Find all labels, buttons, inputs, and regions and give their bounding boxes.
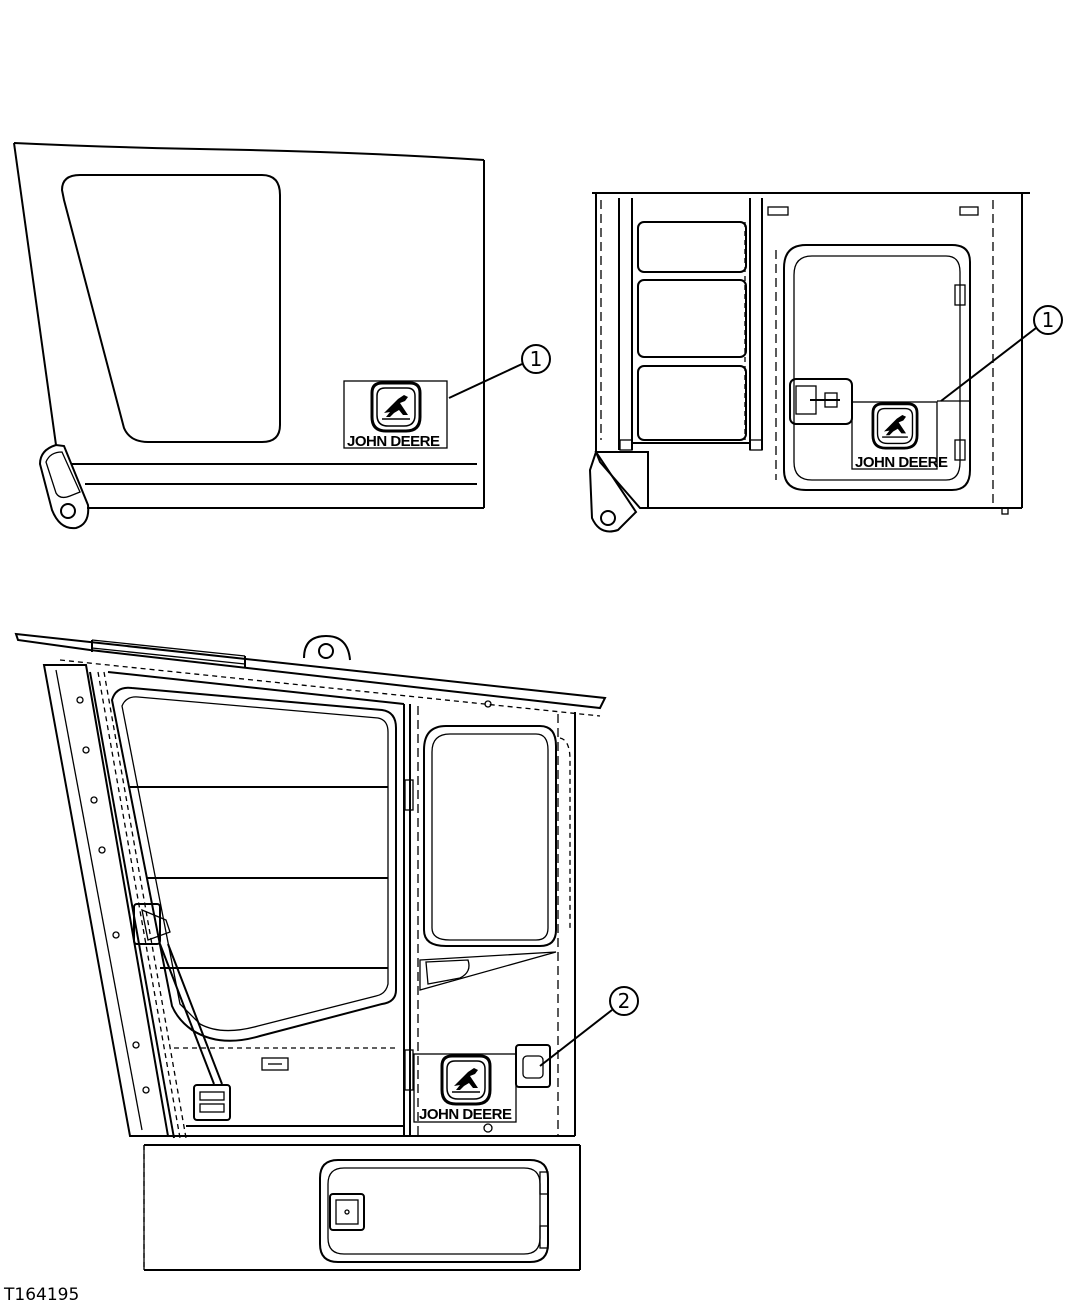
decal-brand-text: JOHN DEERE (419, 1106, 512, 1123)
callout-label: 2 (618, 989, 631, 1013)
callout-circle-icon (1033, 305, 1063, 335)
callout-label: 1 (530, 347, 543, 371)
side-panel-view: JOHN DEERE 1 (13, 142, 551, 530)
callout-circle-icon (521, 344, 551, 374)
leaping-deer-logo-icon (871, 402, 919, 450)
decal-brand-text: JOHN DEERE (855, 454, 948, 471)
callout-label: 1 (1042, 308, 1055, 332)
callout-circle-icon (609, 986, 639, 1016)
leaping-deer-logo-icon (440, 1054, 492, 1106)
john-deere-decal (343, 380, 448, 449)
figure-id: T164195 (3, 1285, 79, 1304)
rear-panel-view: JOHN DEERE 1 (588, 192, 1063, 533)
leaping-deer-logo-icon (370, 381, 422, 433)
cab-front-view: JOHN DEERE 2 (14, 632, 639, 1271)
john-deere-decal (851, 401, 938, 470)
decal-brand-text: JOHN DEERE (347, 433, 440, 450)
john-deere-decal (413, 1053, 517, 1123)
